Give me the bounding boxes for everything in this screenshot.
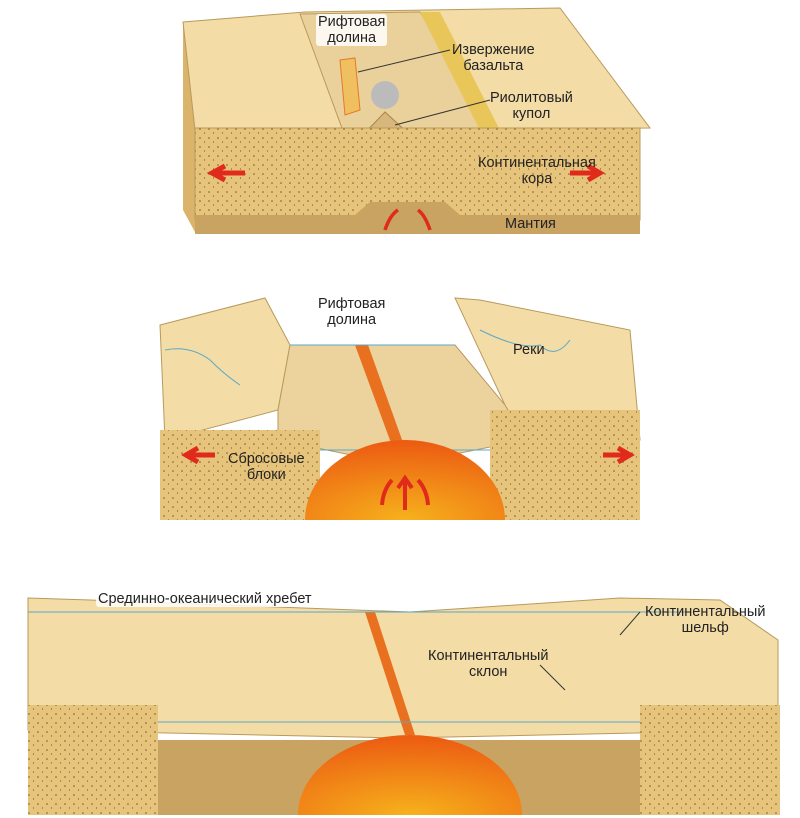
label-rift-valley-2: Рифтовая долина	[318, 296, 386, 328]
label-continental-crust: Континентальная кора	[478, 155, 596, 187]
left-crust	[160, 430, 320, 520]
arrow-up-icon	[380, 478, 394, 506]
arrow-up-icon	[416, 478, 430, 506]
panel-ocean-basin	[27, 597, 780, 815]
arrow-up-icon	[396, 474, 414, 510]
mantle-layer	[195, 202, 640, 234]
fault-scarp	[420, 12, 510, 150]
label-continental-slope: Континентальный склон	[428, 648, 549, 680]
leader-line	[539, 664, 566, 691]
label-basalt-eruption: Извержение базальта	[452, 42, 535, 74]
right-crust	[490, 410, 640, 520]
leader-line	[394, 99, 491, 126]
magma	[298, 735, 522, 815]
ridge-axis	[365, 612, 415, 735]
arrow-right-icon	[603, 445, 635, 465]
rift-fissure	[355, 345, 410, 462]
label-rivers: Реки	[513, 342, 545, 358]
side-face	[183, 22, 195, 232]
leader-line	[619, 611, 641, 636]
river	[479, 329, 571, 352]
ash-plume	[371, 81, 399, 109]
left-block-top	[159, 297, 291, 441]
panel-rift-valley	[159, 297, 641, 520]
label-rift-valley: Рифтовая долина	[316, 14, 388, 46]
label-mantle: Мантия	[505, 216, 556, 232]
arrow-left-icon	[181, 445, 215, 465]
basalt-fissure	[339, 57, 361, 116]
valley-floor	[277, 344, 526, 466]
label-fault-blocks: Сбросовые блоки	[228, 451, 305, 483]
leader-line	[357, 49, 451, 73]
label-continental-shelf: Континентальный шельф	[645, 604, 766, 636]
right-crust	[640, 705, 780, 815]
panel-continental-rifting	[182, 7, 651, 234]
arrow-right-icon	[570, 163, 605, 183]
river	[164, 348, 241, 386]
arrow-up-icon	[416, 208, 432, 231]
arrow-left-icon	[206, 163, 245, 183]
arrow-up-icon	[383, 208, 400, 231]
left-crust	[28, 705, 158, 815]
label-rhyolite-dome: Риолитовый купол	[490, 90, 573, 122]
label-mid-ocean-ridge: Срединно-океанический хребет	[96, 591, 314, 607]
